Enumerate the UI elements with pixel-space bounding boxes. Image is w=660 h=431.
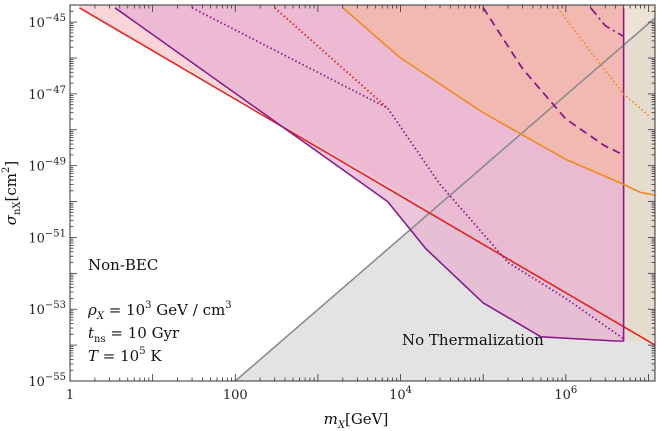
series-red-solid bbox=[78, 7, 655, 346]
region-label-no-thermalization: No Thermalization bbox=[402, 331, 544, 349]
annotation-temperature: T = 105 K bbox=[88, 346, 162, 365]
series-purple-solid bbox=[114, 7, 625, 342]
region-tan-right bbox=[623, 5, 655, 341]
region-orange-excluded bbox=[342, 5, 624, 185]
series-red-dotted bbox=[274, 7, 389, 109]
series-purple-dashdot bbox=[590, 7, 625, 38]
series-no-therm-boundary bbox=[234, 17, 655, 381]
x-tick-label: 100 bbox=[223, 388, 248, 403]
y-tick-label: 10−49 bbox=[28, 157, 66, 175]
annotation-regime: Non-BEC bbox=[88, 256, 158, 274]
y-tick-label: 10−45 bbox=[28, 13, 66, 31]
annotation-tns: tns = 10 Gyr bbox=[88, 324, 180, 345]
y-tick-label: 10−55 bbox=[28, 372, 66, 390]
constraint-curves bbox=[78, 6, 655, 381]
series-purple-dotted bbox=[191, 6, 625, 340]
series-orange-dotted bbox=[557, 7, 650, 117]
y-axis-title: σnX[cm2] bbox=[1, 161, 23, 226]
plot-frame bbox=[69, 4, 656, 382]
x-tick-label: 106 bbox=[554, 385, 577, 403]
y-tick-label: 10−47 bbox=[28, 85, 66, 103]
series-orange-solid bbox=[342, 7, 655, 196]
y-tick-label: 10−51 bbox=[28, 228, 66, 246]
x-tick-label: 104 bbox=[389, 385, 412, 403]
y-tick-label: 10−53 bbox=[28, 300, 66, 318]
x-tick-label: 1 bbox=[66, 388, 74, 403]
axis-ticks: 1 100 104 106 10−45 10−47 10−49 10−51 10−53 10−55 bbox=[28, 4, 655, 403]
x-axis-title: mX[GeV] bbox=[324, 410, 389, 431]
annotation-rho: ρX = 103 GeV / cm3 bbox=[87, 300, 232, 322]
